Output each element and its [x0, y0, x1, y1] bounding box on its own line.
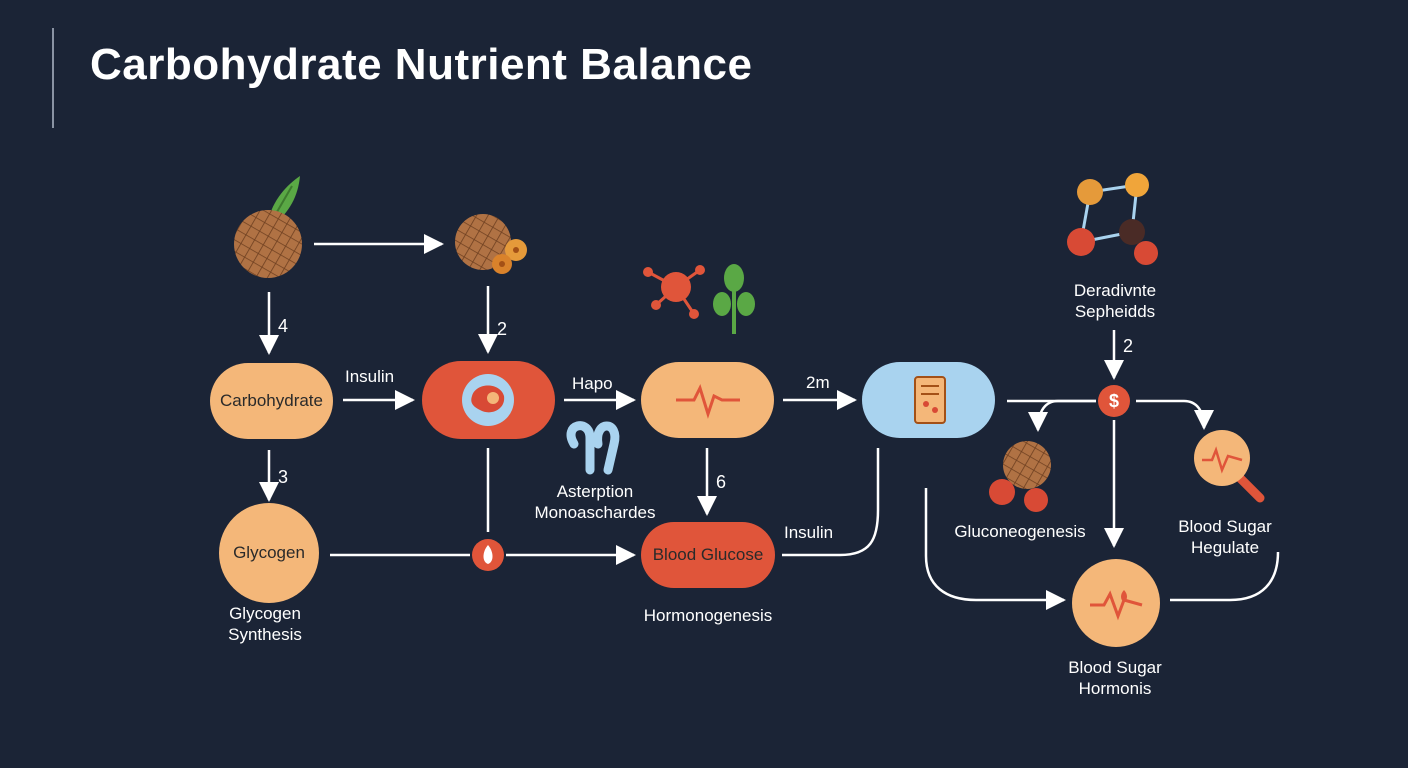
glycogen-node-shape	[219, 503, 319, 603]
hapo-label: Hapo	[572, 374, 613, 393]
blood-sugar-regulate-label: Blood Sugar Hegulate	[1165, 516, 1285, 558]
deradivnte-label: Deradivnte Sepheidds	[1050, 280, 1180, 322]
hormonogenesis-label: Hormonogenesis	[643, 606, 773, 625]
glycogen-synthesis-line-2: Synthesis	[228, 625, 302, 644]
dollar-junction-shape	[1098, 385, 1130, 417]
glycogen-synthesis-line-1: Glycogen	[229, 604, 301, 623]
deradivnte-line-2: Sepheidds	[1074, 302, 1156, 321]
step-number-6: 6	[716, 472, 727, 492]
blood-sugar-hormones-line-1: Blood Sugar	[1068, 658, 1162, 677]
nut-leaf-icon	[234, 176, 302, 278]
flow-arrows	[259, 234, 1280, 610]
two-m-label: 2m	[806, 373, 830, 392]
step-number-2-left: 2	[497, 319, 508, 339]
blood-glucose-node-shape	[641, 522, 775, 588]
flame-junction-icon	[472, 539, 504, 571]
dollar-icon: $	[1108, 390, 1119, 411]
insulin-bottom-label: Insulin	[784, 523, 834, 542]
glycogen-node[interactable]: Glycogen	[233, 543, 305, 562]
absorption-line-1: Asterption	[556, 482, 634, 501]
heartbeat-node	[641, 362, 774, 438]
absorption-label: Asterption Monoaschardes	[510, 481, 680, 523]
step-number-2-right: 2	[1123, 336, 1134, 356]
blood-sugar-hormones-node	[1072, 559, 1160, 647]
absorption-line-2: Monoaschardes	[534, 503, 656, 522]
blood-sugar-hormones-line-2: Hormonis	[1078, 679, 1152, 698]
blood-sugar-regulate-line-1: Blood Sugar	[1178, 517, 1272, 536]
deradivnte-line-1: Deradivnte	[1073, 281, 1157, 300]
page-title: Carbohydrate Nutrient Balance	[90, 40, 753, 89]
network-icon	[1067, 173, 1158, 265]
title-accent-bar	[52, 28, 54, 128]
carbohydrate-node[interactable]: Carbohydrate	[219, 391, 323, 410]
step-number-4: 4	[278, 316, 289, 336]
plant-icon	[713, 264, 755, 334]
magnifier-icon	[1194, 430, 1265, 503]
blood-sugar-hormones-label: Blood Sugar Hormonis	[1055, 657, 1175, 699]
step-number-3: 3	[278, 467, 289, 487]
insulin-top-label: Insulin	[345, 367, 395, 386]
absorption-icon	[566, 421, 620, 475]
gluconeogenesis-label: Gluconeogenesis	[954, 522, 1086, 541]
carbohydrate-node-shape	[210, 363, 333, 439]
blood-glucose-node[interactable]: Blood Glucose	[652, 545, 764, 564]
digestion-node	[422, 361, 555, 439]
gluconeogenesis-icon	[989, 441, 1051, 512]
molecule-icon	[643, 265, 705, 319]
cracker-icon	[455, 214, 527, 274]
blood-sugar-regulate-line-2: Hegulate	[1190, 538, 1260, 557]
document-node	[862, 362, 995, 438]
glycogen-synthesis-label: Glycogen Synthesis	[205, 603, 325, 645]
